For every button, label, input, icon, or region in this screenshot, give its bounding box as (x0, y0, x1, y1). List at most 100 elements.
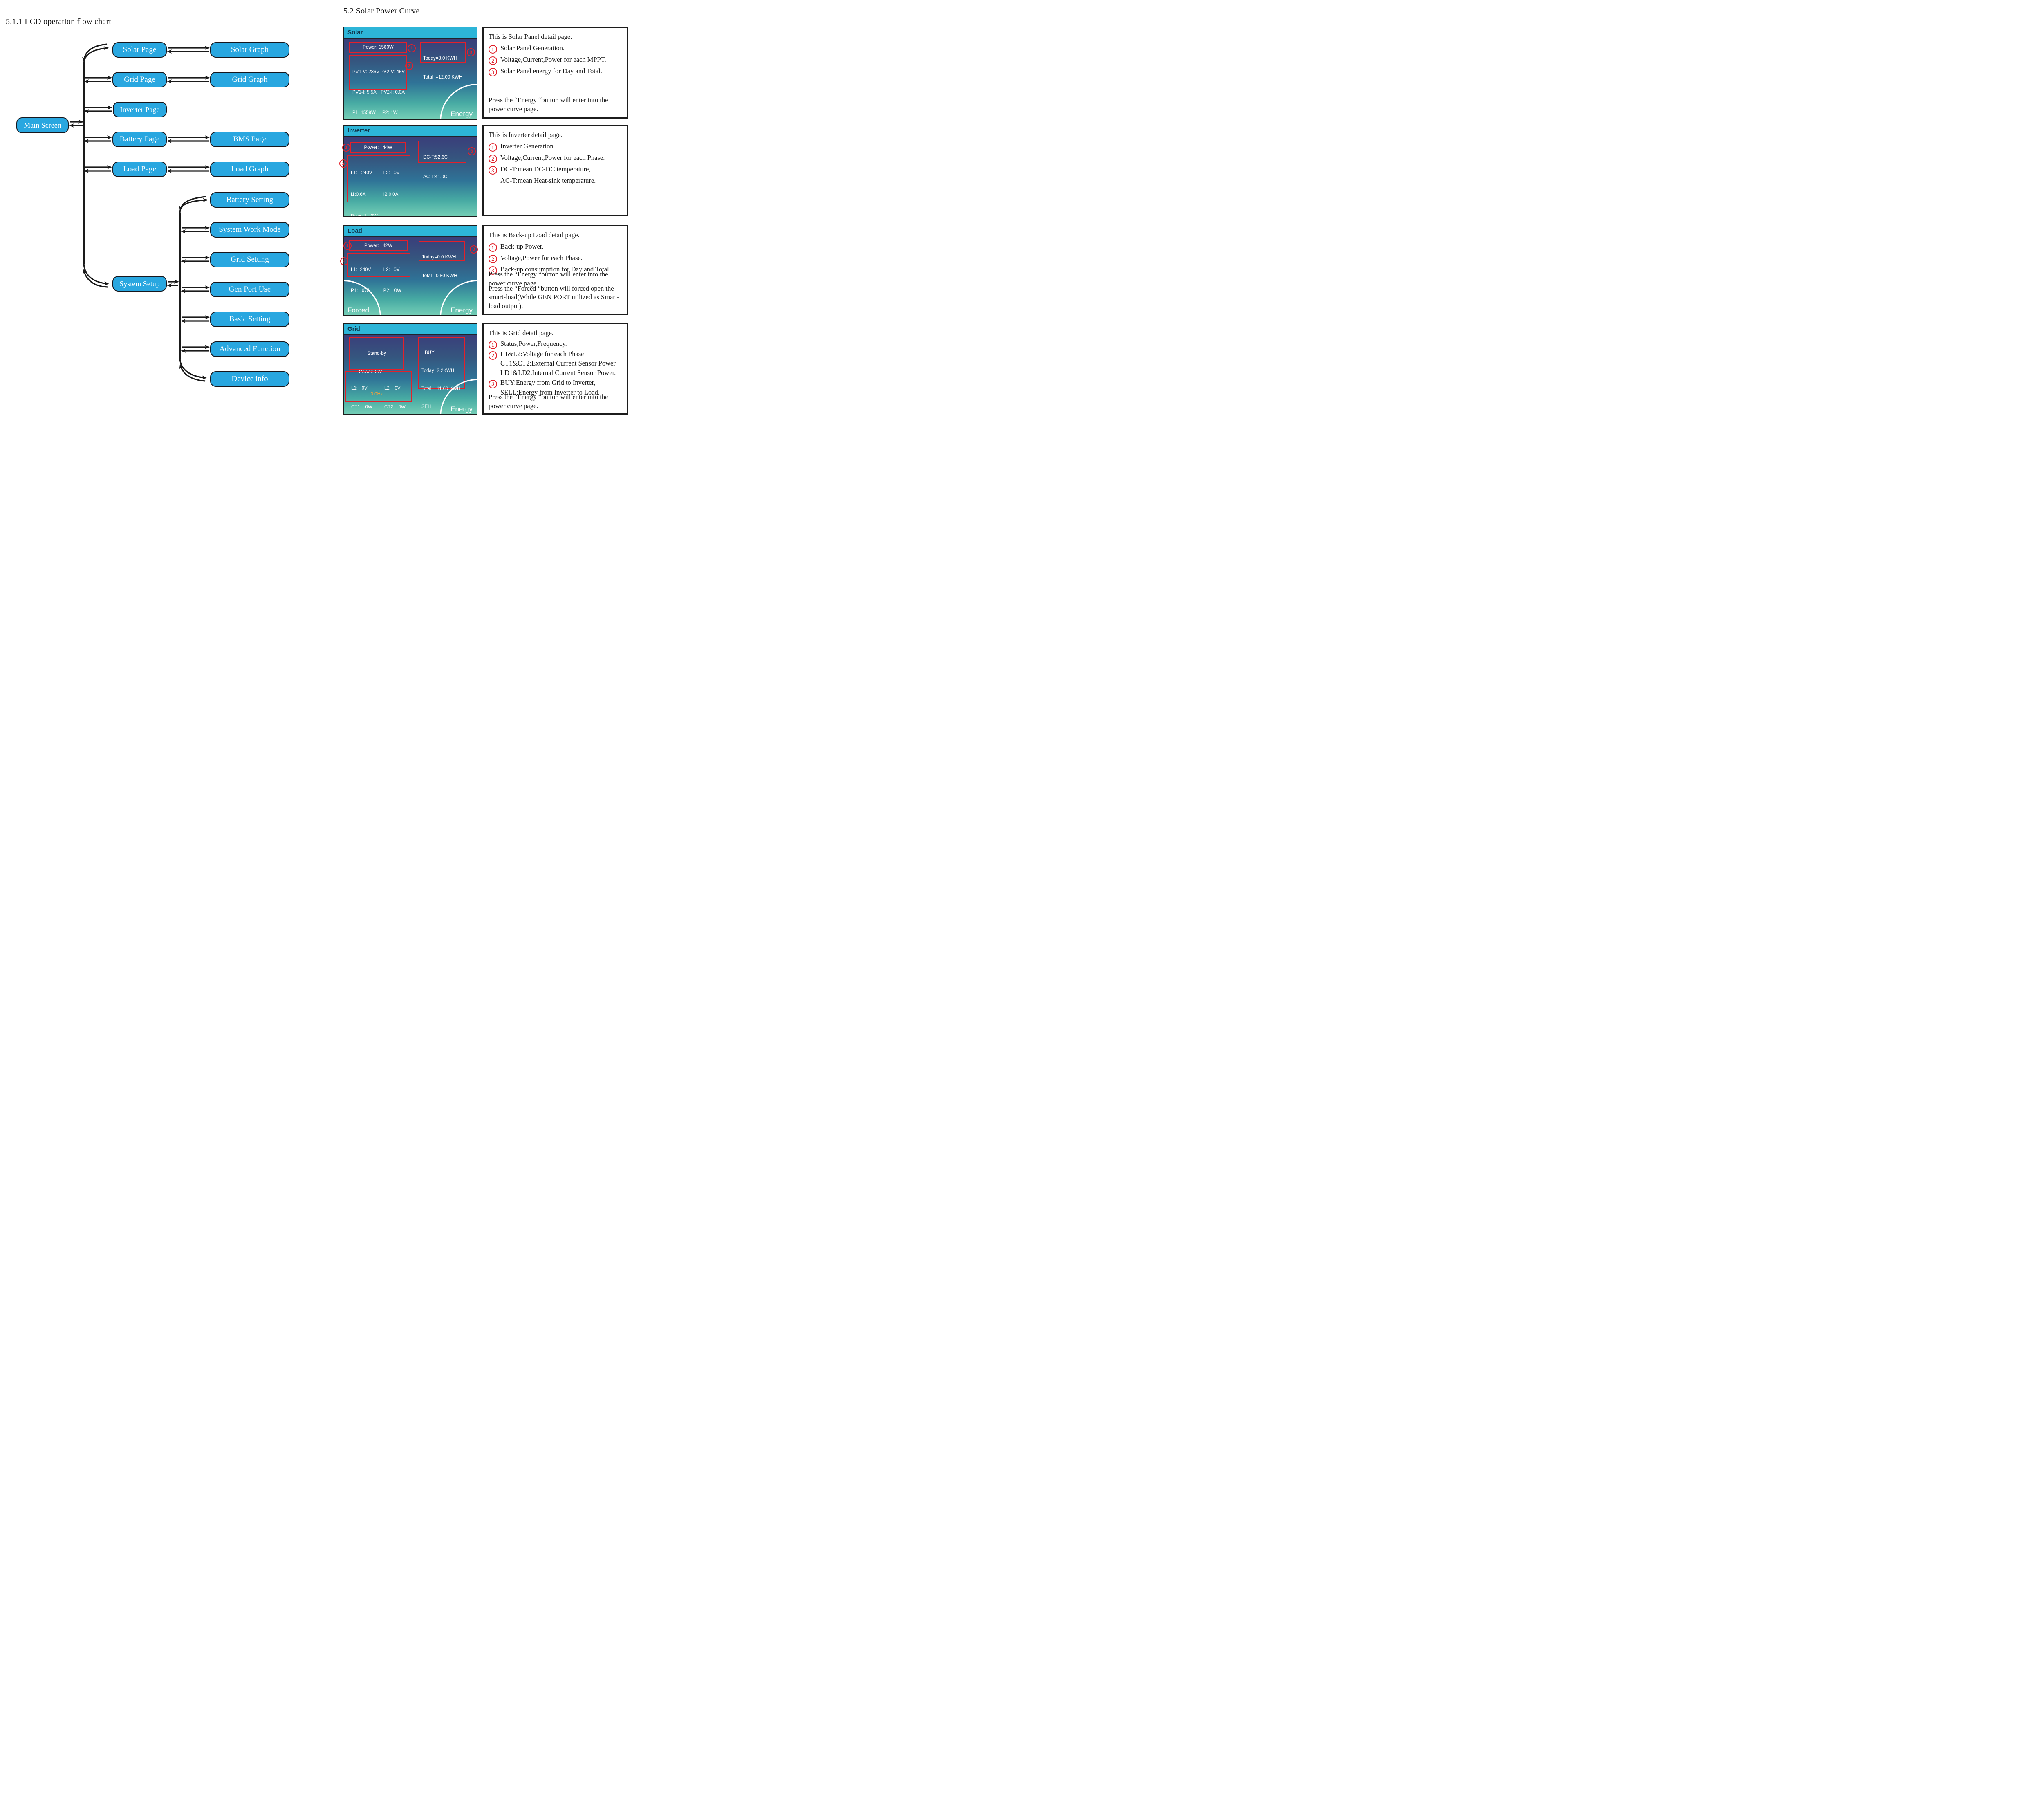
inverter-power-box: Power: 44W (350, 142, 406, 153)
screen-title-load: Load (344, 226, 477, 237)
desc-item-text: AC-T:mean Heat-sink temperature. (500, 176, 596, 184)
l1-voltage: L1: 0V (351, 386, 368, 391)
dc-temperature: DC-T:52.6C (423, 155, 448, 160)
i2-current: I2:0.0A (383, 192, 399, 197)
flow-node-load-graph: Load Graph (210, 162, 289, 177)
desc-intro: This is Solar Panel detail page. (489, 33, 572, 40)
pv1-voltage: PV1-V: 286V (352, 70, 380, 74)
solar-total-energy: Total =12.00 KWH (423, 75, 463, 80)
flow-node-system-setup: System Setup (112, 276, 167, 292)
l1-voltage: L1: 240V (351, 267, 371, 272)
pv2-current: PV2-I: 0.0A (381, 90, 405, 95)
circled-1-icon: 1 (489, 341, 497, 349)
screen-title-inverter: Inverter (344, 126, 477, 137)
grid-status-box: Stand-by Power: 0W 0.0Hz (349, 337, 404, 397)
annotation-2-marker: 2 (340, 257, 348, 265)
forced-button: Forced (347, 306, 369, 314)
solar-power-box: Power: 1560W (349, 42, 407, 53)
l2-voltage: L2: 0V (383, 171, 400, 175)
screen-body-grid: Stand-by Power: 0W 0.0Hz L1: 0V L2: 0V CT… (344, 335, 477, 414)
circled-1-icon: 1 (489, 143, 497, 152)
load-today-energy: Today=0.0 KWH (422, 255, 456, 260)
desc-item-text: SELL:Energy from Inverter to Load. (500, 388, 600, 396)
desc-intro: This is Grid detail page. (489, 329, 554, 337)
flow-node-main-screen: Main Screen (16, 117, 69, 133)
screen-title-grid: Grid (344, 324, 477, 335)
pv2-voltage: PV2-V: 45V (380, 70, 405, 74)
circled-2-icon: 2 (489, 255, 497, 263)
lcd-screen-inverter: Inverter Power: 44W L1: 240V L2: 0V I1:0.… (339, 125, 477, 217)
annotation-3-marker: 3 (470, 245, 478, 254)
flow-node-gen-port-use: Gen Port Use (210, 282, 289, 297)
sell-label: SELL (421, 404, 433, 409)
grid-frequency: 0.0Hz (370, 392, 383, 397)
flow-node-grid-page: Grid Page (112, 72, 167, 87)
grid-energy-box: BUY Today=2.2KWH Total =11.60 KWH SELL T… (418, 337, 465, 409)
desc-item-text: Back-up consumption for Day and Total. (500, 265, 611, 273)
annotation-3-marker: 3 (468, 147, 476, 155)
flow-node-advanced-function: Advanced Function (210, 341, 289, 357)
section-title-solar-power-curve: 5.2 Solar Power Curve (343, 7, 420, 16)
ct2-power: CT2: 0W (384, 405, 406, 410)
circled-3-icon: 3 (489, 266, 497, 275)
grid-power: Power: 0W (359, 370, 382, 375)
load-energy-box: Today=0.0 KWH Total =0.80 KWH (419, 241, 465, 278)
desc-item-text: Solar Panel Generation. (500, 44, 565, 52)
desc-item-text: DC-T:mean DC-DC temperature, (500, 165, 591, 173)
circled-1-icon: 1 (489, 243, 497, 252)
flow-node-bms-page: BMS Page (210, 132, 289, 147)
load-power-box: Power: 42W (349, 240, 408, 251)
desc-note-forced: Press the “Forced “button will forced op… (489, 284, 619, 310)
desc-item-text: CT1&CT2:External Current Sensor Power (500, 359, 616, 367)
flow-node-load-page: Load Page (112, 162, 167, 177)
p2-power: P2: 0W (383, 288, 401, 293)
flow-node-battery-setting: Battery Setting (210, 192, 289, 208)
desc-item-text: LD1&LD2:Internal Current Sensor Power. (500, 368, 616, 377)
load-total-energy: Total =0.80 KWH (422, 274, 457, 278)
circled-2-icon: 2 (489, 56, 497, 65)
power1-value: Power1: 0W (351, 214, 378, 216)
desc-note-energy: Press the “Energy “button will enter int… (489, 270, 608, 287)
desc-note-energy: Press the “Energy “button will enter int… (489, 393, 608, 410)
desc-item-text: L1&L2:Voltage for each Phase (500, 350, 584, 358)
flow-node-basic-setting: Basic Setting (210, 312, 289, 327)
lcd-screen-grid: Grid Stand-by Power: 0W 0.0Hz L1: 0V L2: … (343, 323, 477, 415)
desc-item-text: BUY:Energy from Grid to Inverter, (500, 378, 596, 386)
i1-current: I1:0.6A (351, 192, 366, 197)
desc-note-energy: Press the “Energy “button will enter int… (489, 96, 608, 113)
flow-node-device-info: Device info (210, 371, 289, 387)
solar-today-energy: Today=8.0 KWH (423, 56, 457, 61)
circled-2-icon: 2 (489, 155, 497, 163)
screen-title-solar: Solar (344, 27, 477, 39)
solar-energy-box: Today=8.0 KWH Total =12.00 KWH (420, 42, 466, 80)
l1-voltage: L1: 240V (351, 171, 372, 175)
desc-item-text: Solar Panel energy for Day and Total. (500, 67, 602, 75)
grid-status: Stand-by (367, 351, 386, 356)
circled-3-icon: 3 (489, 379, 497, 388)
circled-1-icon: 1 (489, 45, 497, 54)
desc-intro: This is Inverter detail page. (489, 131, 563, 139)
flow-node-inverter-page: Inverter Page (113, 102, 167, 117)
desc-item-text: Inverter Generation. (500, 142, 555, 150)
annotation-1-marker: 1 (408, 44, 416, 52)
buy-label: BUY (425, 350, 435, 355)
ac-temperature: AC-T:41.0C (423, 175, 448, 179)
energy-button: Energy (450, 306, 473, 314)
l2-voltage: L2: 0V (384, 386, 401, 391)
annotation-1-marker: 1 (343, 242, 352, 250)
energy-button: Energy (450, 405, 473, 413)
l2-voltage: L2: 0V (383, 267, 400, 272)
circled-2-icon: 2 (489, 351, 497, 360)
flow-node-battery-page: Battery Page (112, 132, 167, 147)
flow-node-solar-page: Solar Page (112, 42, 167, 58)
annotation-2-marker: 2 (339, 159, 347, 168)
circled-3-icon: 3 (489, 166, 497, 175)
